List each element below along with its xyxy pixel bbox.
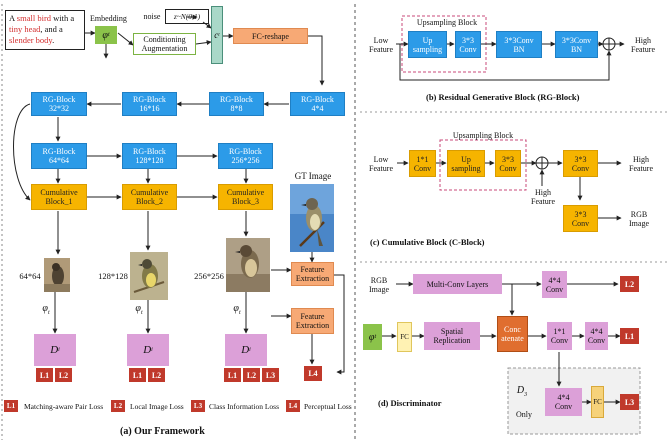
cb-conv-3x3-rgb: 3*3 Conv (563, 205, 598, 232)
caption-c-block: (c) Cumulative Block (C-Block) (370, 237, 485, 247)
rg-conv-bn-2: 3*3Conv BN (555, 31, 598, 58)
disc-fc-b: FC (591, 386, 604, 418)
legend-chip-l2: L2 (111, 400, 125, 412)
rg-block-16x16: RG-Block 16*16 (122, 92, 177, 116)
loss-chip-d3-l3: L3 (262, 368, 279, 382)
caption-discriminator: (d) Discriminator (378, 398, 442, 408)
fc-reshape-box: FC-reshape (233, 28, 308, 44)
rg-block-4x4: RG-Block 4*4 (290, 92, 345, 116)
noise-label: noise (143, 12, 161, 21)
disc-concatenate: Conc atenate (497, 316, 528, 352)
embedding-label: Embedding (90, 14, 127, 23)
rg-block-32x32: RG-Block 32*32 (31, 92, 87, 116)
phi-label-d2: φt (135, 303, 143, 317)
loss-chip-l4: L4 (304, 366, 322, 381)
rg-block-8x8: RG-Block 8*8 (209, 92, 264, 116)
rg-block-128x128: RG-Block 128*128 (122, 143, 177, 169)
cb-conv-1x1: 1*1 Conv (409, 150, 436, 177)
cumulative-block-2: Cumulative Block_2 (122, 184, 177, 210)
disc-loss-l1: L1 (620, 328, 639, 344)
feature-extraction-generated: Feature Extraction (291, 308, 334, 334)
legend-chip-l1: L1 (4, 400, 18, 412)
cb-high-feature-out: High Feature (629, 155, 653, 173)
gt-bird-image (290, 184, 334, 252)
legend-text-l4: Perceptual Loss (304, 402, 352, 411)
generated-image-128 (130, 252, 168, 300)
disc-d3-only-label: D3 (516, 385, 528, 399)
disc-loss-l3: L3 (620, 394, 639, 410)
disc-rgb-image: RGB Image (369, 276, 389, 294)
disc-only-label: Only (516, 410, 532, 419)
text-description-box: A small bird with a tiny head, and a sle… (5, 10, 85, 50)
loss-chip-d3-l2: L2 (243, 368, 260, 382)
legend-chip-l4: L4 (286, 400, 300, 412)
resolution-64: 64*64 (19, 271, 41, 281)
disc-conv-4x4-mid: 4*4 Conv (585, 322, 608, 350)
loss-chip-d2-l2: L2 (148, 368, 165, 382)
rg-conv-bn-1: 3*3Conv BN (496, 31, 542, 58)
noise-distribution-box: z~N(0,1) (165, 9, 209, 24)
loss-chip-d3-l1: L1 (224, 368, 241, 382)
phi-label-d3: φt (233, 303, 241, 317)
resolution-256: 256*256 (194, 271, 224, 281)
disc-conv-4x4-top: 4*4 Conv (542, 271, 567, 298)
loss-chip-d1-l1: L1 (36, 368, 53, 382)
cumulative-block-3: Cumulative Block_3 (218, 184, 273, 210)
disc-fc-a: FC (397, 322, 412, 352)
rg-low-feature: Low Feature (369, 36, 393, 54)
disc-conv-4x4-bottom: 4*4 Conv (545, 388, 582, 416)
disc-conv-1x1: 1*1 Conv (547, 322, 572, 350)
cb-conv-3x3-a: 3*3 Conv (495, 150, 521, 177)
rg-block-64x64: RG-Block 64*64 (31, 143, 87, 169)
legend-text-l2: Local Image Loss (130, 402, 184, 411)
cb-high-feature-in: High Feature (531, 188, 555, 206)
rg-up-sampling: Up sampling (408, 31, 447, 58)
disc-multi-conv-layers: Multi-Conv Layers (413, 274, 502, 294)
rg-block-256x256: RG-Block 256*256 (218, 143, 273, 169)
cb-upsampling-block-label: Upsampling Block (452, 131, 514, 140)
legend-text-l1: Matching-aware Pair Loss (24, 402, 104, 411)
cb-upsampling-frame (439, 139, 527, 191)
generated-image-64 (44, 258, 70, 292)
loss-chip-d1-l2: L2 (55, 368, 72, 382)
legend-text-l3: Class Information Loss (209, 402, 279, 411)
loss-chip-d2-l1: L1 (129, 368, 146, 382)
cumulative-block-1: Cumulative Block_1 (31, 184, 87, 210)
rg-upsampling-block-label: Upsampling Block (416, 18, 478, 27)
cb-conv-3x3-b: 3*3 Conv (563, 150, 598, 177)
cb-rgb-image: RGB Image (629, 210, 649, 228)
generated-image-256 (226, 238, 270, 292)
rg-high-feature: High Feature (631, 36, 655, 54)
resolution-128: 128*128 (98, 271, 128, 281)
conditioning-augmentation-box: Conditioning Augmentation (133, 33, 196, 55)
rg-conv-3x3: 3*3 Conv (455, 31, 481, 58)
gt-image-label: GT Image (294, 171, 332, 181)
cb-low-feature: Low Feature (369, 155, 393, 173)
feature-extraction-gt: Feature Extraction (291, 262, 334, 286)
caption-framework: (a) Our Framework (120, 426, 205, 437)
cb-up-sampling: Up sampling (447, 150, 485, 177)
legend-chip-l3: L3 (191, 400, 205, 412)
disc-spatial-replication: Spatial Replication (424, 322, 480, 350)
caption-rg-block: (b) Residual Generative Block (RG-Block) (426, 92, 580, 102)
phi-label-d1: φt (42, 303, 50, 317)
disc-loss-l2: L2 (620, 276, 639, 292)
